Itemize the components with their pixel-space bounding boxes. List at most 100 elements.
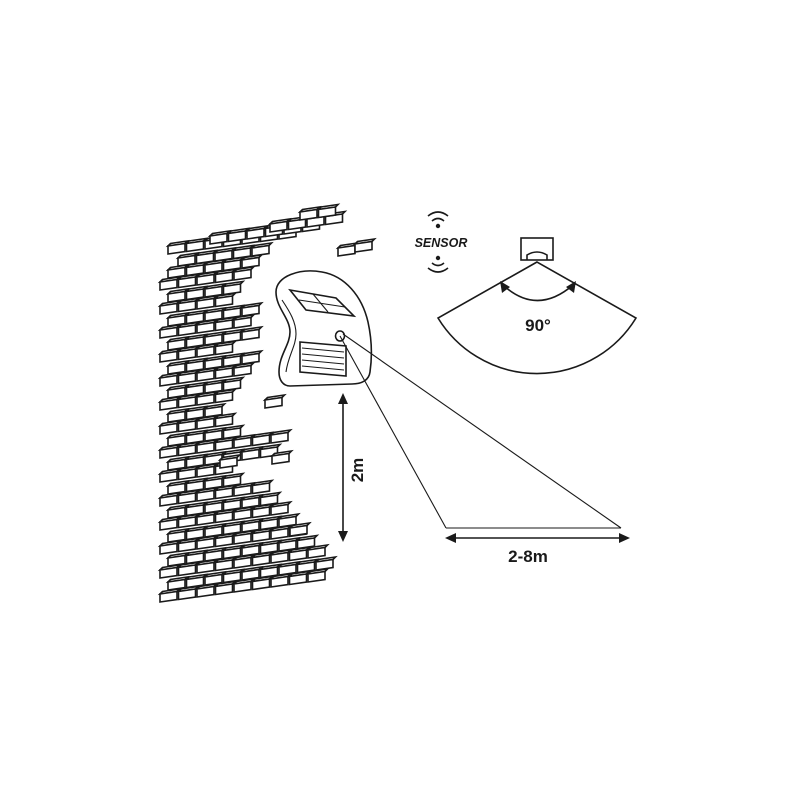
brick	[287, 521, 312, 537]
brick	[165, 407, 190, 423]
brick	[184, 429, 209, 445]
brick	[157, 395, 182, 411]
brick	[184, 477, 209, 493]
brick	[202, 474, 227, 490]
brick	[165, 359, 190, 375]
brick	[165, 383, 190, 399]
brick	[184, 237, 209, 253]
brick	[287, 546, 312, 562]
brick	[221, 376, 246, 392]
brick	[194, 438, 219, 454]
brick	[157, 539, 182, 555]
brick	[184, 573, 209, 589]
brick	[239, 493, 264, 509]
brick	[157, 347, 182, 363]
brick	[213, 364, 238, 380]
brick	[213, 532, 238, 548]
brick	[165, 575, 190, 591]
brick	[352, 237, 377, 253]
brick	[194, 249, 219, 265]
brick	[176, 489, 201, 505]
brick	[213, 292, 238, 308]
brick	[221, 520, 246, 536]
brick	[202, 450, 227, 466]
range-label: 2-8m	[508, 547, 548, 566]
brick	[184, 261, 209, 277]
angle-arc-arrow	[500, 281, 576, 302]
brick	[184, 309, 209, 325]
brick	[213, 556, 238, 572]
brick	[258, 563, 283, 579]
brick	[268, 500, 293, 516]
brick	[231, 433, 256, 449]
brick	[165, 263, 190, 279]
brick	[249, 241, 274, 257]
brick	[157, 515, 182, 531]
brick	[221, 328, 246, 344]
brick	[239, 349, 264, 365]
brick	[221, 280, 246, 296]
brick	[165, 551, 190, 567]
brick	[175, 251, 200, 267]
brick	[194, 366, 219, 382]
brick	[184, 357, 209, 373]
brick	[184, 381, 209, 397]
brick	[221, 424, 246, 440]
brick	[194, 294, 219, 310]
brick	[217, 453, 242, 469]
brick	[165, 503, 190, 519]
brick	[239, 445, 264, 461]
range-arrow	[445, 533, 630, 543]
brick	[262, 393, 287, 409]
brick	[184, 525, 209, 541]
brick	[184, 285, 209, 301]
brick	[221, 352, 246, 368]
detection-cone	[339, 333, 622, 529]
brick	[202, 258, 227, 274]
brick	[194, 510, 219, 526]
brick	[202, 306, 227, 322]
brick	[213, 508, 238, 524]
brick	[165, 287, 190, 303]
brick	[258, 539, 283, 555]
brick	[165, 431, 190, 447]
brick	[202, 498, 227, 514]
brick	[268, 524, 293, 540]
brick	[202, 426, 227, 442]
brick	[239, 517, 264, 533]
brick	[316, 203, 341, 219]
brick	[157, 323, 182, 339]
brick	[165, 335, 190, 351]
brick	[231, 481, 256, 497]
brick	[176, 345, 201, 361]
brick	[202, 330, 227, 346]
brick	[250, 503, 275, 519]
brick	[213, 412, 238, 428]
brick	[226, 227, 251, 243]
brick	[221, 304, 246, 320]
detection-fan	[436, 261, 638, 375]
pir-sensor-top-view	[520, 237, 554, 261]
brick	[231, 505, 256, 521]
brick	[157, 491, 182, 507]
brick	[213, 340, 238, 356]
brick	[165, 455, 190, 471]
brick	[202, 378, 227, 394]
brick	[176, 513, 201, 529]
brick	[221, 256, 246, 272]
brick	[176, 273, 201, 289]
brick	[176, 537, 201, 553]
brick	[157, 299, 182, 315]
brick	[157, 419, 182, 435]
brick	[295, 558, 320, 574]
brick	[194, 582, 219, 598]
brick	[276, 560, 301, 576]
brick	[313, 555, 338, 571]
brick	[184, 549, 209, 565]
brick	[202, 522, 227, 538]
brick	[221, 544, 246, 560]
brick	[202, 282, 227, 298]
brick	[165, 527, 190, 543]
brick	[202, 402, 227, 418]
brick	[157, 587, 182, 603]
